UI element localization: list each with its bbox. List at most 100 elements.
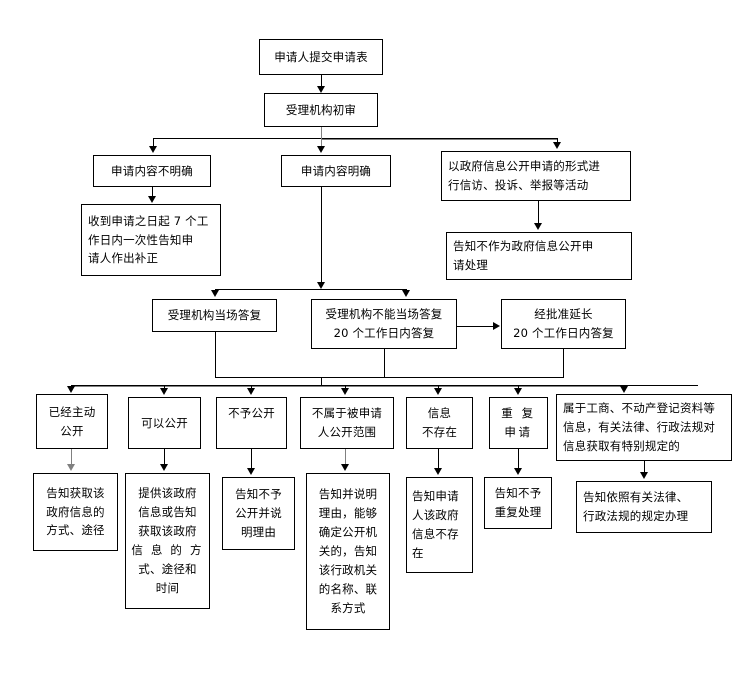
- node-line: 信息或告知: [138, 505, 197, 520]
- node-line: 收到申请之日起 7 个工: [88, 213, 209, 228]
- node-line: 行信访、投诉、举报等活动: [448, 178, 589, 192]
- node-line: 人该政府: [412, 508, 459, 523]
- node-line: 作日内一次性告知申: [88, 232, 194, 247]
- connector-n8-merge: [215, 332, 216, 377]
- node-告知不作为政府信息公开申请处理: 告知不作为政府信息公开申 请处理: [446, 232, 632, 280]
- node-line: 告知获取该: [46, 485, 105, 500]
- arrow-bus-n8: [211, 290, 219, 297]
- arrow-bus-c4: [341, 388, 349, 395]
- node-line: 该行政机关: [318, 562, 378, 577]
- connector-n4-down: [321, 187, 322, 284]
- node-line: 重 复: [501, 406, 536, 421]
- node-line: 系方式: [330, 600, 366, 615]
- connector-c4-r4: [345, 449, 346, 465]
- connector-n9-merge: [384, 349, 385, 377]
- connector-merge-to-main-bus: [321, 377, 322, 385]
- node-重复申请: 重 复 申请: [489, 397, 548, 449]
- node-line: 关的，告知: [318, 544, 378, 559]
- node-告知申请人该政府信息不存在: 告知申请 人该政府 信息不存 在: [406, 477, 473, 573]
- arrow-bus-c6: [514, 388, 522, 395]
- node-line: 受理机构当场答复: [167, 308, 262, 323]
- arrow-bus-n9: [402, 290, 410, 297]
- connector-c3-r3: [251, 449, 252, 469]
- node-line: 20 个工作日内答复: [513, 326, 614, 340]
- arrow-c3-r3: [247, 468, 255, 475]
- node-line: 重复处理: [494, 505, 542, 519]
- arrow-n5-n7: [534, 223, 542, 230]
- node-line: 不存在: [421, 425, 458, 439]
- node-line: 请处理: [453, 258, 489, 272]
- node-line: 属于工商、不动产登记资料等: [563, 401, 716, 416]
- node-line: 告知不予: [235, 487, 282, 502]
- node-申请内容不明确: 申请内容不明确: [93, 155, 211, 187]
- arrow-n3-n6: [148, 196, 156, 203]
- connector-n5-n7: [538, 201, 539, 224]
- node-告知不予公开并说明理由: 告知不予 公开并说 明理由: [222, 477, 295, 550]
- arrow-bus-n3: [149, 146, 157, 153]
- main-distribution-bus-highlight: [71, 386, 624, 387]
- connector-bus-c4: [345, 385, 346, 389]
- node-line: 申请: [504, 425, 533, 439]
- connector-bus-n3: [153, 138, 154, 147]
- connector-bus-n5: [557, 138, 558, 143]
- connector-n9-n10: [457, 326, 493, 327]
- node-line: 公开: [60, 423, 84, 438]
- node-line: 信 息 的 方: [131, 543, 204, 557]
- connector-n2-down: [321, 127, 322, 138]
- connector-n10-merge: [563, 349, 564, 377]
- node-经批准延长20个工作日内答复: 经批准延长 20 个工作日内答复: [501, 299, 626, 349]
- node-line: 告知依照有关法律、: [583, 490, 689, 505]
- connector-bus-c5: [438, 385, 439, 389]
- merge-bus: [215, 377, 564, 378]
- node-line: 人公开范围: [317, 425, 377, 439]
- arrow-bus-c7: [620, 386, 628, 393]
- node-可以公开: 可以公开: [128, 397, 201, 449]
- node-告知依照有关法律行政法规的规定办理: 告知依照有关法律、 行政法规的规定办理: [576, 481, 712, 533]
- node-line: 请人作出补正: [88, 251, 159, 266]
- node-受理机构初审: 受理机构初审: [264, 93, 378, 127]
- node-line: 明理由: [240, 524, 277, 539]
- node-已经主动公开: 已经主动 公开: [36, 394, 108, 449]
- node-line: 已经主动: [48, 404, 96, 419]
- node-信息不存在: 信息 不存在: [406, 397, 473, 449]
- arrow-c7-r7: [640, 472, 648, 479]
- connector-bus-c6: [518, 385, 519, 389]
- node-提供该政府信息或告知获取该政府信息的方式途径和时间: 提供该政府 信息或告知 获取该政府 信 息 的 方 式、途径和 时间: [125, 473, 210, 609]
- arrow-bus-n4: [317, 146, 325, 153]
- node-line: 在: [412, 545, 424, 560]
- arrow-c6-r6: [514, 468, 522, 475]
- node-line: 申请内容明确: [300, 163, 372, 178]
- node-以政府信息公开申请的形式进行信访投诉举报等活动: 以政府信息公开申请的形式进 行信访、投诉、举报等活动: [441, 151, 631, 201]
- node-line: 时间: [155, 580, 180, 595]
- node-受理机构当场答复: 受理机构当场答复: [152, 299, 277, 332]
- node-line: 公开并说: [235, 506, 282, 521]
- arrow-c1-r1: [67, 464, 75, 471]
- arrow-bus-n5: [553, 142, 561, 149]
- node-line: 确定公开机: [318, 525, 378, 540]
- connector-c1-r1: [71, 449, 72, 465]
- arrow-bus-c3: [247, 388, 255, 395]
- node-line: 提供该政府: [138, 486, 197, 501]
- node-受理机构不能当场答复20个工作日内答复: 受理机构不能当场答复 20 个工作日内答复: [311, 299, 457, 349]
- node-不属于被申请人公开范围: 不属于被申请 人公开范围: [300, 397, 394, 449]
- node-line: 受理机构不能当场答复: [325, 307, 443, 322]
- arrow-n9-n10: [493, 322, 500, 330]
- arrow-c4-r4: [341, 464, 349, 471]
- node-申请人提交申请表: 申请人提交申请表: [259, 39, 383, 75]
- connector-c5-r5: [438, 449, 439, 469]
- node-line: 20 个工作日内答复: [333, 326, 435, 340]
- node-告知获取该政府信息的方式途径: 告知获取该 政府信息的 方式、途径: [33, 473, 118, 551]
- node-不予公开: 不予公开: [216, 397, 287, 449]
- node-line: 以政府信息公开申请的形式进: [448, 159, 601, 174]
- connector-bus-c2: [164, 385, 165, 389]
- connector-bus-c3: [251, 385, 252, 389]
- connector-n3-n6: [152, 187, 153, 197]
- node-属于工商不动产登记资料等信息有关法律行政法规对信息获取有特别规定的: 属于工商、不动产登记资料等 信息，有关法律、行政法规对 信息获取有特别规定的: [556, 394, 732, 461]
- bus-content-clear: [215, 289, 407, 290]
- connector-c6-r6: [518, 449, 519, 469]
- node-line: 告知申请: [412, 489, 459, 504]
- arrow-n4-down: [317, 282, 325, 289]
- node-line: 信息不存: [412, 527, 459, 541]
- node-line: 行政法规的规定办理: [583, 509, 689, 523]
